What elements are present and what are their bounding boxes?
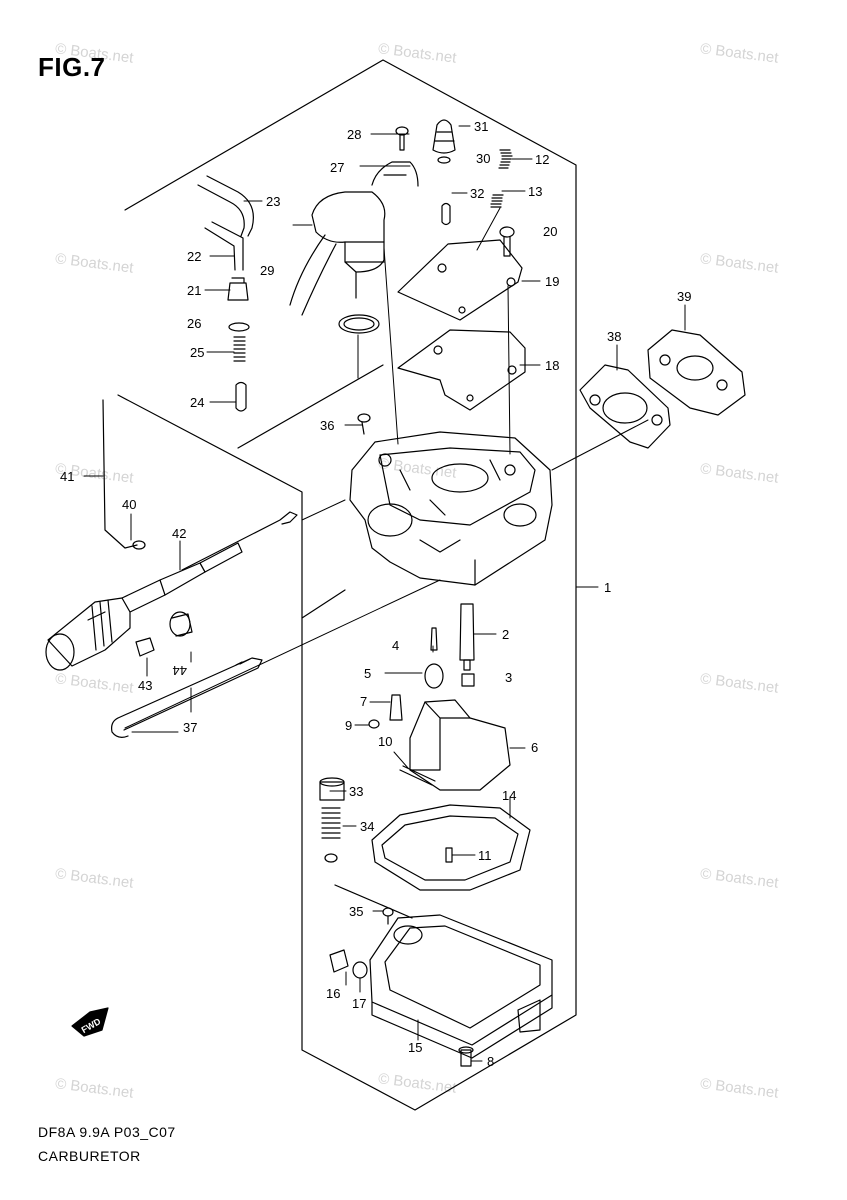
intake-gaskets: [579, 329, 746, 449]
callout-22: 22: [187, 249, 201, 264]
callout-24: 24: [190, 395, 204, 410]
callout-8: 8: [487, 1054, 494, 1069]
forward-direction-icon: FWD: [71, 1007, 109, 1037]
float-chamber-assembly: [319, 603, 553, 1067]
callout-39: 39: [677, 289, 691, 304]
callout-5: 5: [364, 666, 371, 681]
callout-12: 12: [535, 152, 549, 167]
callout-37: 37: [183, 720, 197, 735]
callout-42: 42: [172, 526, 186, 541]
callout-38: 38: [607, 329, 621, 344]
callout-4: 4: [392, 638, 399, 653]
leader-lines: [83, 125, 686, 1062]
callout-31: 31: [474, 119, 488, 134]
callout-25: 25: [190, 345, 204, 360]
callout-35: 35: [349, 904, 363, 919]
callout-32: 32: [470, 186, 484, 201]
callout-19: 19: [545, 274, 559, 289]
assembly-frame: [117, 59, 577, 1111]
callout-3: 3: [505, 670, 512, 685]
callout-21: 21: [187, 283, 201, 298]
callout-20: 20: [543, 224, 557, 239]
callout-29: 29: [260, 263, 274, 278]
callout-41: 41: [60, 469, 74, 484]
callout-18: 18: [545, 358, 559, 373]
callout-16: 16: [326, 986, 340, 1001]
callout-1: 1: [604, 580, 611, 595]
callout-17: 17: [352, 996, 366, 1011]
carburetor-body: [349, 431, 553, 586]
callout-28: 28: [347, 127, 361, 142]
callout-23: 23: [266, 194, 280, 209]
choke-knob-assembly: [45, 399, 298, 738]
choke-valve-assembly: [197, 119, 526, 435]
callout-14: 14: [502, 788, 516, 803]
callout-33: 33: [349, 784, 363, 799]
callout-13: 13: [528, 184, 542, 199]
callout-43: 43: [138, 678, 152, 693]
figure-title: FIG.7: [38, 52, 106, 82]
callout-11: 11: [478, 848, 492, 863]
callout-30: 30: [476, 151, 490, 166]
callout-40: 40: [122, 497, 136, 512]
callout-34: 34: [360, 819, 374, 834]
callout-44: 44: [173, 663, 187, 678]
callout-7: 7: [360, 694, 367, 709]
callout-6: 6: [531, 740, 538, 755]
model-code: DF8A 9.9A P03_C07: [38, 1124, 176, 1140]
callout-10: 10: [378, 734, 392, 749]
callout-26: 26: [187, 316, 201, 331]
section-name: CARBURETOR: [38, 1148, 141, 1164]
callout-15: 15: [408, 1040, 422, 1055]
callout-2: 2: [502, 627, 509, 642]
callout-9: 9: [345, 718, 352, 733]
callout-36: 36: [320, 418, 334, 433]
callout-labels: 1 2 3 4 5 6 7 8 9 10 11 12 13 14 15 16 1…: [60, 119, 691, 1069]
callout-27: 27: [330, 160, 344, 175]
